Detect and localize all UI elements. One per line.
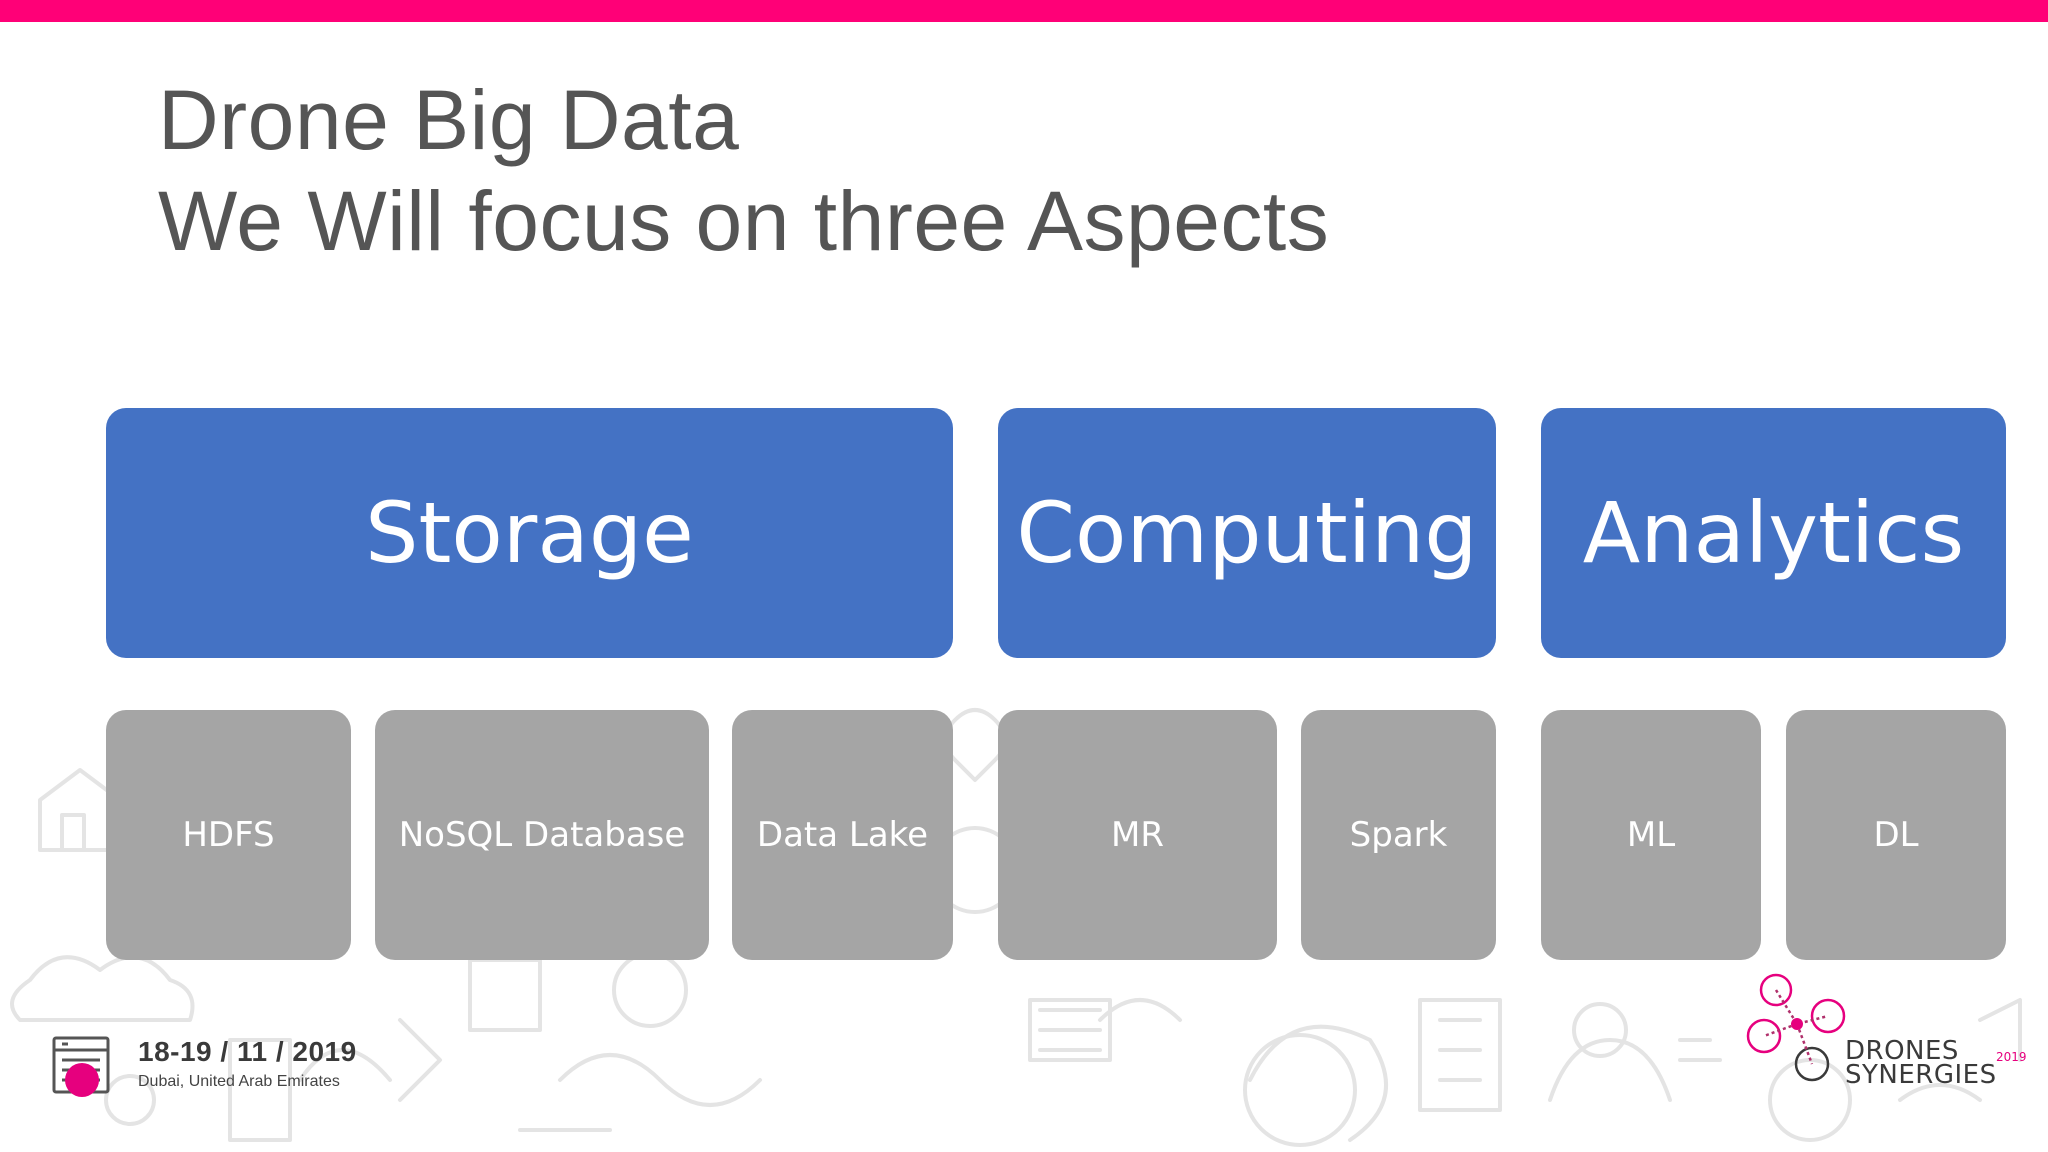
item-box-hdfs: HDFS	[106, 710, 351, 960]
category-label-storage: Storage	[365, 484, 694, 582]
category-label-analytics: Analytics	[1582, 484, 1965, 582]
item-label-hdfs: HDFS	[182, 815, 275, 855]
category-box-storage: Storage	[106, 408, 953, 658]
category-box-computing: Computing	[998, 408, 1496, 658]
brand-name-line-1: DRONES	[1845, 1036, 1959, 1066]
item-box-dl: DL	[1786, 710, 2006, 960]
slide-title: Drone Big Data We Will focus on three As…	[158, 70, 1329, 272]
item-label-spark: Spark	[1349, 815, 1448, 855]
item-box-nosql-database: NoSQL Database	[375, 710, 709, 960]
brand-name-line-2: SYNERGIES	[1845, 1060, 1997, 1090]
top-accent-bar	[0, 0, 2048, 22]
event-date: 18-19 / 11 / 2019	[138, 1036, 357, 1067]
item-box-data-lake: Data Lake	[732, 710, 953, 960]
event-location: Dubai, United Arab Emirates	[138, 1073, 340, 1090]
brand-year: 2019	[1996, 1050, 2027, 1064]
item-label-nosql-database: NoSQL Database	[398, 815, 686, 855]
item-label-ml: ML	[1626, 815, 1676, 855]
category-box-analytics: Analytics	[1541, 408, 2006, 658]
item-label-dl: DL	[1873, 815, 1919, 855]
item-label-mr: MR	[1111, 815, 1164, 855]
item-box-spark: Spark	[1301, 710, 1496, 960]
title-line-1: Drone Big Data	[158, 73, 740, 167]
item-box-ml: ML	[1541, 710, 1761, 960]
drone-logo-icon	[1746, 973, 1846, 1082]
category-label-computing: Computing	[1016, 484, 1478, 582]
item-box-mr: MR	[998, 710, 1277, 960]
title-line-2: We Will focus on three Aspects	[158, 174, 1330, 268]
calendar-icon	[52, 1036, 110, 1097]
item-label-data-lake: Data Lake	[756, 815, 929, 855]
